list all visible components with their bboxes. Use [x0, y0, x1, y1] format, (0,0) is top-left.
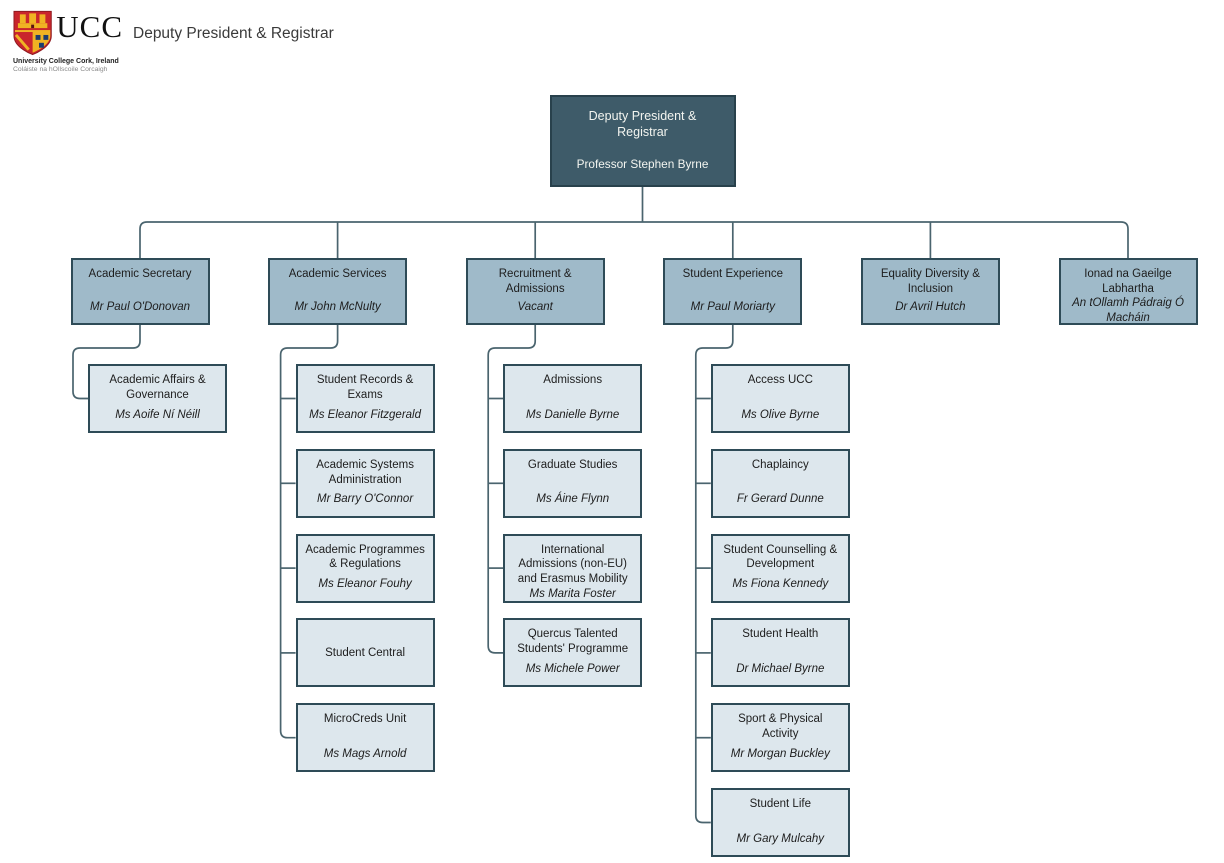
org-node-title: Admissions [543, 374, 603, 386]
org-node-person: Ms Aoife Ní Néill [115, 408, 200, 421]
org-node-person: Ms Mags Arnold [323, 747, 407, 760]
org-node-title: Equality Diversity & Inclusion [880, 268, 980, 295]
org-node-person: Ms Eleanor Fouhy [318, 578, 412, 591]
org-node-title: Academic Secretary [88, 268, 192, 280]
org-node-person: Ms Fiona Kennedy [732, 578, 829, 591]
org-node-admissions: Admissions Ms Danielle Byrne [503, 364, 643, 433]
org-node-title: Graduate Studies [527, 458, 618, 471]
org-node-title: Student Health [742, 628, 819, 641]
org-node-chaplaincy: Chaplaincy Fr Gerard Dunne [710, 448, 850, 518]
org-node-academic-affairs-governance: Academic Affairs & Governance Ms Aoife Ní… [88, 364, 227, 433]
org-node-title: Ionad na Gaeilge Labhartha [1084, 268, 1172, 295]
org-node-student-health: Student Health Dr Michael Byrne [710, 618, 850, 688]
org-node-student-central: Student Central [295, 618, 435, 688]
org-node-person: Mr Morgan Buckley [730, 747, 830, 760]
org-node-person: Ms Eleanor Fitzgerald [309, 408, 422, 421]
org-node-person: Dr Avril Hutch [895, 300, 966, 313]
org-node-title: MicroCreds Unit [323, 713, 407, 726]
org-node-person: Ms Danielle Byrne [526, 408, 620, 421]
org-node-academic-services: Academic Services Mr John McNulty [268, 258, 408, 325]
org-node-title: International Admissions (non-EU) and Er… [517, 543, 628, 586]
org-node-title: Academic Services [288, 268, 387, 280]
org-node-person: Ms Marita Foster [529, 587, 616, 600]
org-node-title: Access UCC [747, 374, 813, 386]
org-node-title: Student Life [749, 798, 811, 810]
org-node-student-counselling-development: Student Counselling & Development Ms Fion… [710, 533, 850, 603]
org-node-title: Academic Affairs & Governance [109, 374, 206, 401]
org-node-person: Dr Michael Byrne [736, 663, 825, 676]
org-node-equality-diversity-inclusion: Equality Diversity & Inclusion Dr Avril H… [860, 258, 1000, 325]
ucc-crest-icon [13, 10, 52, 56]
org-node-person: Vacant [517, 300, 553, 313]
org-node-title: Recruitment & Admissions [498, 268, 572, 295]
org-node-student-records-exams: Student Records & Exams Ms Eleanor Fitzge… [295, 364, 435, 433]
org-node-person: Fr Gerard Dunne [736, 493, 824, 506]
org-node-title: Chaplaincy [751, 458, 809, 471]
org-node-title: Quercus Talented Students' Programme [517, 628, 629, 656]
org-node-person: Mr Barry O'Connor [317, 493, 414, 506]
org-node-person: Ms Olive Byrne [741, 408, 820, 421]
org-node-sport-physical-activity: Sport & Physical Activity Mr Morgan Buckl… [710, 703, 850, 773]
org-node-person: Professor Stephen Byrne [576, 157, 709, 172]
org-node-person: An tOllamh Pádraig Ó Macháin [1072, 297, 1184, 324]
org-node-title: Deputy President & Registrar [588, 109, 697, 139]
org-node-title: Student Records & Exams [316, 374, 414, 401]
org-node-title: Student Counselling & Development [723, 543, 838, 571]
ucc-caption-line2: Coláiste na hOllscoile Corcaigh [13, 66, 108, 73]
org-node-microcreds-unit: MicroCreds Unit Ms Mags Arnold [295, 703, 435, 773]
org-node-title: Student Central [325, 646, 406, 659]
org-node-title: Academic Systems Administration [316, 458, 414, 486]
org-node-person: Ms Michele Power [525, 663, 620, 676]
org-node-international-admissions-non-eu-and-erasmus-mobility: International Admissions (non-EU) and Er… [503, 533, 643, 603]
org-node-person: Mr Paul Moriarty [690, 300, 775, 313]
org-node-graduate-studies: Graduate Studies Ms Áine Flynn [503, 448, 643, 518]
org-node-person: Mr Gary Mulcahy [736, 832, 825, 845]
ucc-logo: UCC University College Cork, Ireland Col… [13, 10, 123, 73]
org-node-title: Student Experience [682, 268, 783, 280]
org-node-person: Ms Áine Flynn [536, 493, 610, 506]
ucc-acronym: UCC [56, 9, 123, 44]
org-node-academic-programmes-regulations: Academic Programmes & Regulations Ms Elea… [295, 533, 435, 603]
org-node-student-life: Student Life Mr Gary Mulcahy [710, 788, 850, 857]
org-node-quercus-talented-students-programme: Quercus Talented Students' Programme Ms M… [503, 618, 643, 688]
ucc-caption-line1: University College Cork, Ireland [13, 58, 119, 65]
org-node-access-ucc: Access UCC Ms Olive Byrne [710, 364, 850, 433]
org-node-student-experience: Student Experience Mr Paul Moriarty [663, 258, 803, 325]
org-node-person: Mr Paul O'Donovan [90, 300, 190, 313]
org-node-academic-secretary: Academic Secretary Mr Paul O'Donovan [70, 258, 210, 325]
org-node-title: Academic Programmes & Regulations [305, 543, 425, 571]
org-node-academic-systems-administration: Academic Systems Administration Mr Barry … [295, 448, 435, 518]
org-node-person: Mr John McNulty [294, 300, 381, 313]
page-title: Deputy President & Registrar [133, 25, 334, 42]
org-node-title: Sport & Physical Activity [738, 713, 823, 740]
